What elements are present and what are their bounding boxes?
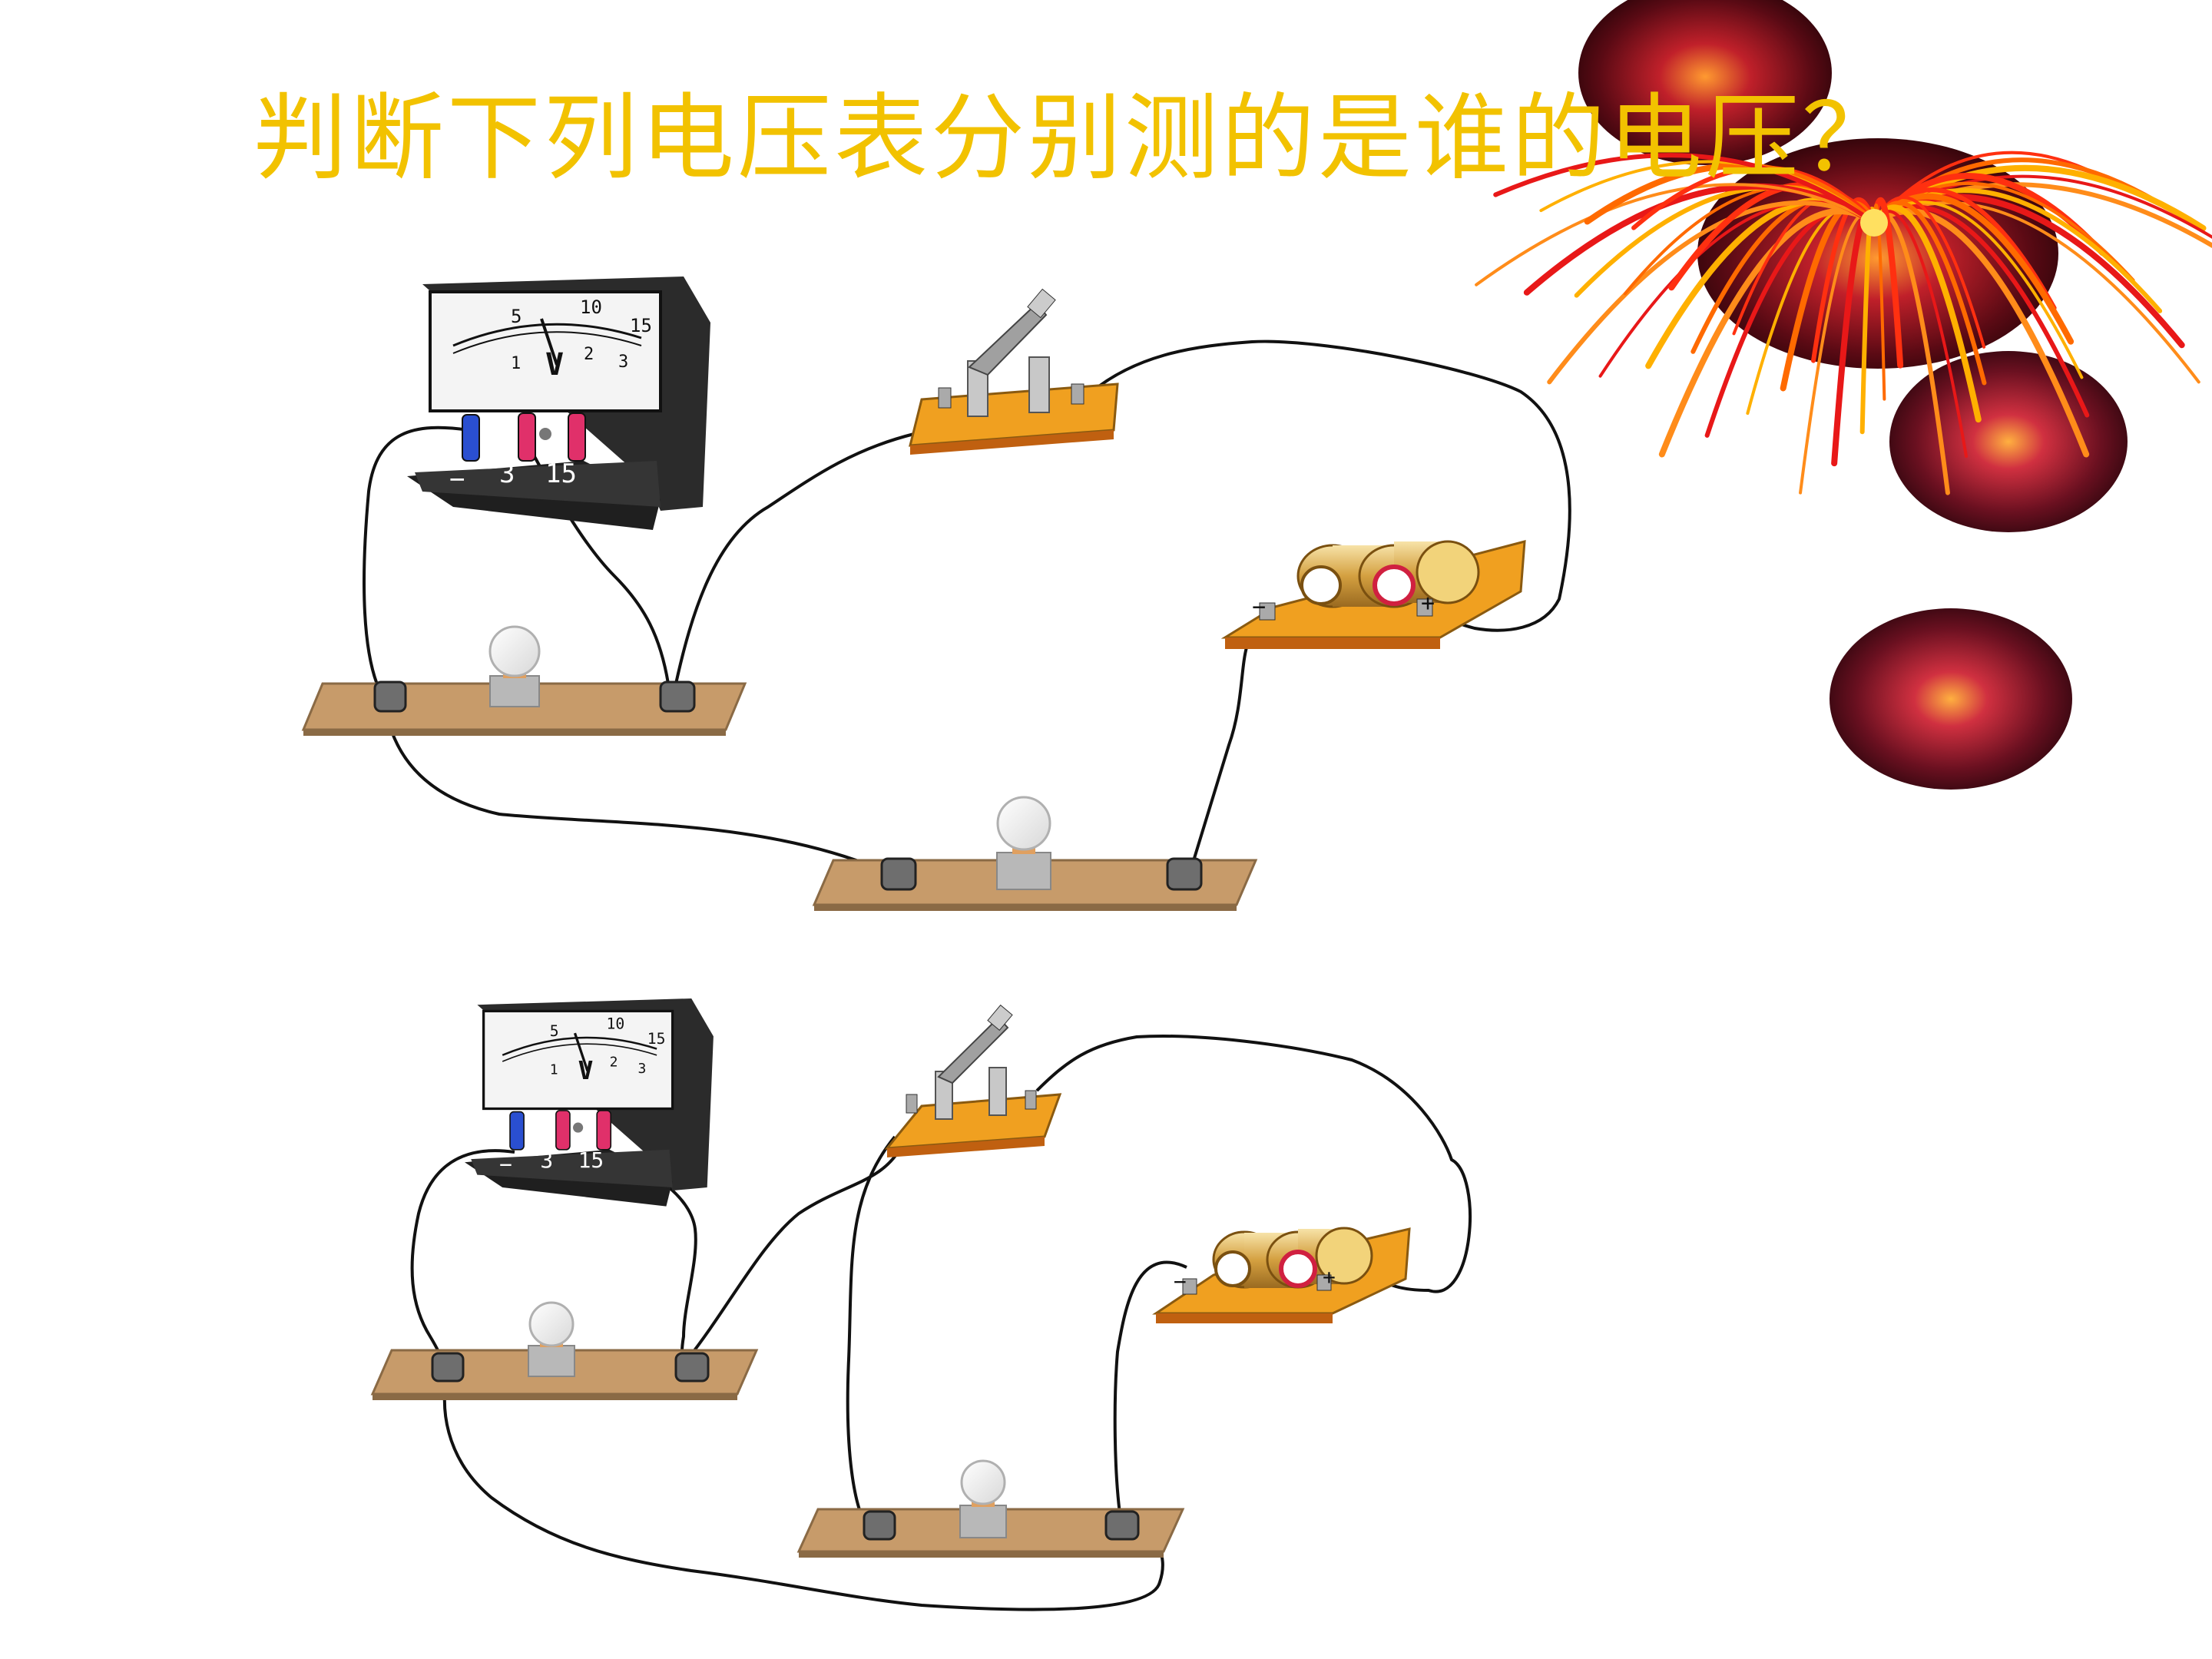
terminal-post xyxy=(373,680,407,713)
scale-label: 1 xyxy=(511,354,521,373)
scale-label: 2 xyxy=(584,345,594,364)
scale-label: 10 xyxy=(580,296,602,318)
knife-switch-1[interactable] xyxy=(909,288,1119,455)
terminal-post xyxy=(1166,857,1203,891)
circuit-1: − + 5 10 15 1 2 3 V xyxy=(301,276,1571,911)
battery-box-1: − + xyxy=(1220,540,1526,649)
firework-ray xyxy=(1493,153,1876,225)
knife-switch-2[interactable] xyxy=(884,1004,1062,1157)
firework-center xyxy=(1860,209,1888,237)
battery-pos-label: + xyxy=(1323,1264,1336,1290)
unit-symbol: V xyxy=(545,347,564,382)
terminal-label: 3 xyxy=(540,1147,553,1173)
light-bulb-icon xyxy=(488,625,541,707)
terminal-3v[interactable] xyxy=(518,412,536,462)
terminal-post xyxy=(880,857,917,891)
terminal-neg[interactable] xyxy=(509,1111,525,1151)
firework-ray xyxy=(1584,162,1877,226)
slide-title: 判断下列电压表分别测的是谁的电压？ xyxy=(253,84,1899,193)
terminal-post xyxy=(674,1352,710,1382)
terminal-label: − xyxy=(499,1152,512,1177)
battery-box-2: − + xyxy=(1152,1227,1411,1323)
battery-neg-label: − xyxy=(1252,594,1266,621)
unit-symbol: V xyxy=(578,1056,594,1085)
terminal-3v[interactable] xyxy=(555,1110,571,1151)
scale-label: 3 xyxy=(618,353,628,372)
scale-label: 3 xyxy=(638,1061,647,1077)
terminal-post xyxy=(431,1352,465,1382)
fireworks-decoration xyxy=(1475,0,2212,790)
bulb-board-1b xyxy=(812,796,1258,911)
voltmeter-1: 5 10 15 1 2 3 V − 3 15 xyxy=(407,276,710,530)
light-bulb-icon xyxy=(528,1301,575,1377)
terminal-15v[interactable] xyxy=(568,412,586,462)
terminal-neg[interactable] xyxy=(462,414,480,462)
terminal-label: 3 xyxy=(499,459,515,489)
bulb-board-1a xyxy=(301,625,747,736)
voltmeter-2: 5 10 15 1 2 3 V − 3 15 xyxy=(465,998,714,1207)
scale-label: 5 xyxy=(550,1022,559,1040)
scale-label: 5 xyxy=(511,306,522,327)
terminal-post xyxy=(1104,1510,1140,1541)
light-bulb-icon xyxy=(996,796,1051,890)
scale-label: 15 xyxy=(647,1030,666,1048)
terminal-label: 15 xyxy=(545,459,577,489)
battery-neg-label: − xyxy=(1174,1269,1187,1294)
bulb-board-2b xyxy=(796,1459,1185,1558)
firework-ray xyxy=(1811,197,1876,363)
battery-pos-label: + xyxy=(1421,590,1435,617)
terminal-15v[interactable] xyxy=(596,1110,612,1151)
bulb-board-2a xyxy=(370,1301,759,1400)
terminal-post xyxy=(863,1510,896,1541)
circuit-2-wires xyxy=(410,1035,1472,1611)
scale-label: 10 xyxy=(607,1015,625,1032)
terminal-label: − xyxy=(449,464,465,495)
circuit-2: − + 5 10 15 1 2 3 V xyxy=(370,998,1472,1611)
scale-label: 15 xyxy=(630,315,652,336)
light-bulb-icon xyxy=(959,1459,1007,1538)
terminal-post xyxy=(659,680,696,713)
terminal-label: 15 xyxy=(578,1147,604,1173)
scale-label: 1 xyxy=(550,1061,558,1078)
scale-label: 2 xyxy=(610,1055,618,1071)
